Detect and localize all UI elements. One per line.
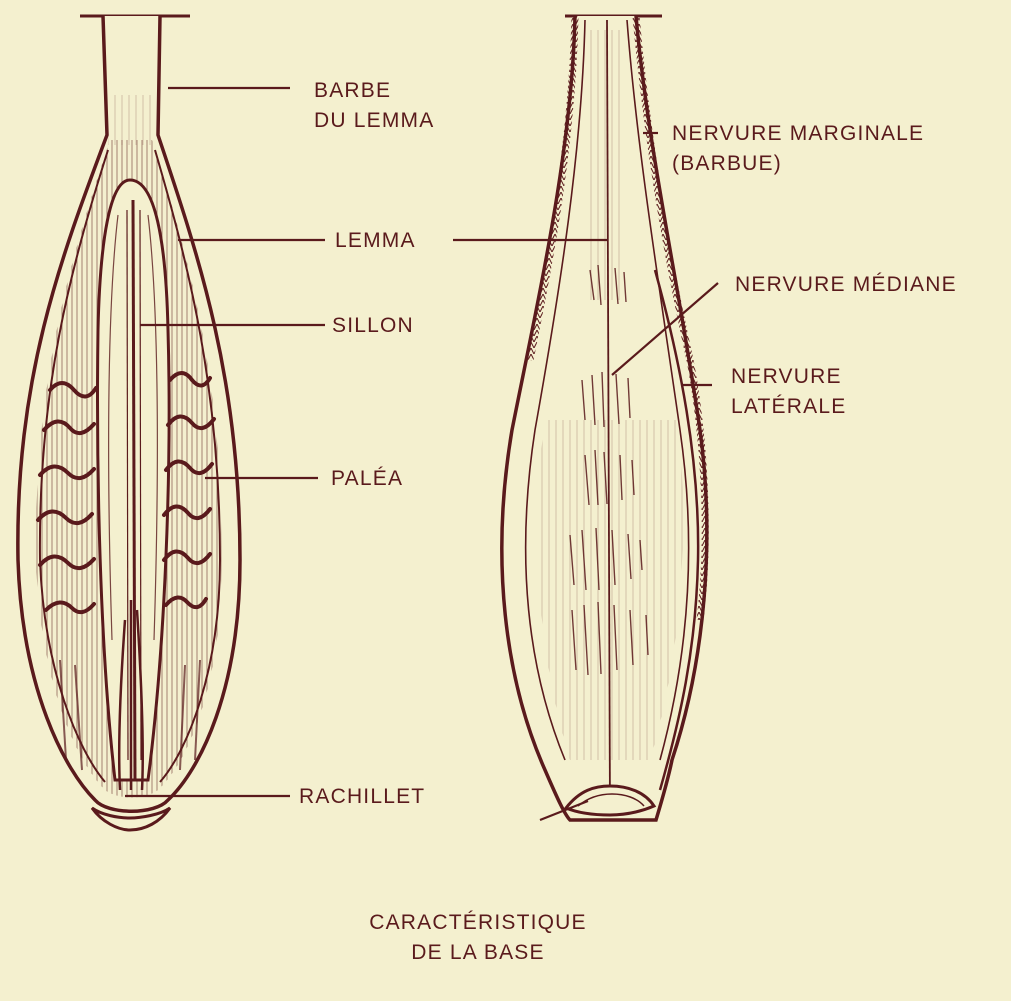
left-grain — [18, 16, 240, 830]
label-marginal-nerve-line1: NERVURE MARGINALE — [672, 119, 924, 149]
label-base-line1: CARACTÉRISTIQUE — [328, 908, 628, 938]
label-awn-line1: BARBE — [314, 76, 434, 106]
label-rachilla: RACHILLET — [299, 782, 425, 812]
label-marginal-nerve: NERVURE MARGINALE (BARBUE) — [672, 119, 924, 179]
label-lateral-nerve: NERVURE LATÉRALE — [731, 362, 846, 422]
label-lateral-nerve-line1: NERVURE — [731, 362, 846, 392]
left-groove — [133, 200, 135, 780]
label-groove: SILLON — [332, 311, 414, 341]
label-lateral-nerve-line2: LATÉRALE — [731, 392, 846, 422]
label-awn-line2: DU LEMMA — [314, 106, 434, 136]
label-lemma: LEMMA — [335, 226, 416, 256]
label-marginal-nerve-line2: (BARBUE) — [672, 149, 924, 179]
label-base-line2: DE LA BASE — [328, 938, 628, 968]
label-palea: PALÉA — [331, 464, 403, 494]
label-awn: BARBE DU LEMMA — [314, 76, 434, 136]
label-median-nerve: NERVURE MÉDIANE — [735, 270, 957, 300]
label-base: CARACTÉRISTIQUE DE LA BASE — [328, 908, 628, 968]
